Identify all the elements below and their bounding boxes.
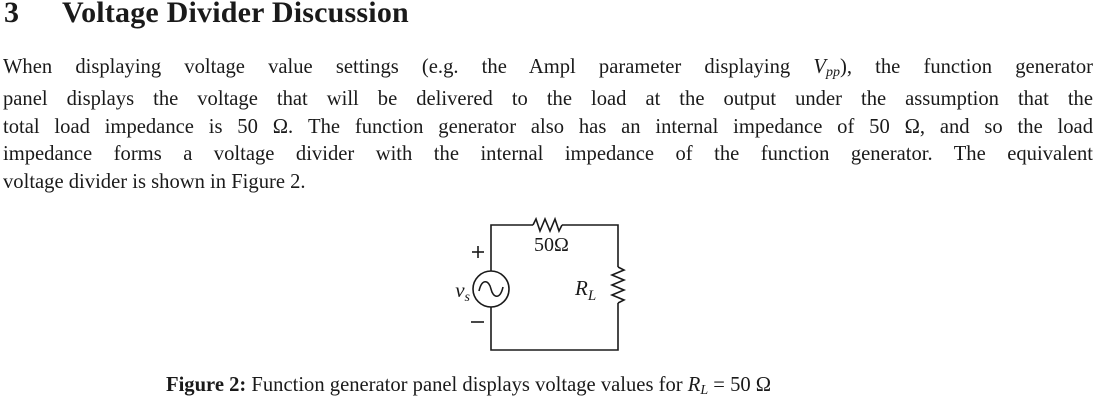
internal-resistor-label: 50Ω xyxy=(534,234,569,256)
math-subscript-pp: pp xyxy=(825,65,840,80)
wire-top-right xyxy=(562,224,619,267)
section-title: Voltage Divider Discussion xyxy=(62,0,409,29)
sine-wave-icon xyxy=(478,280,504,298)
load-resistor-zigzag-icon xyxy=(609,266,627,304)
ac-source-circle-icon xyxy=(472,270,510,308)
wire-bottom xyxy=(490,303,619,351)
caption-text: Function generator panel displays voltag… xyxy=(246,374,688,396)
body-paragraph: When displaying voltage value settings (… xyxy=(3,54,1093,196)
load-subscript: L xyxy=(587,288,596,304)
text-run: When displaying voltage value settings (… xyxy=(3,56,814,78)
paragraph-line: impedance forms a voltage divider with t… xyxy=(3,143,1093,166)
text-run: ), the function generator xyxy=(839,56,1093,78)
source-subscript: s xyxy=(465,290,471,305)
paragraph-line: voltage divider is shown in Figure 2. xyxy=(3,170,306,193)
source-label: vs xyxy=(455,278,470,305)
paragraph-line: When displaying voltage value settings (… xyxy=(3,54,1093,86)
internal-resistor-zigzag-icon xyxy=(532,216,563,234)
caption-subscript: L xyxy=(700,383,709,398)
load-var: R xyxy=(574,276,588,300)
section-number: 3 xyxy=(4,0,20,29)
wire-left-top xyxy=(490,224,533,271)
caption-equation: = 50 Ω xyxy=(708,374,772,396)
section-heading: 3 Voltage Divider Discussion xyxy=(4,0,409,30)
caption-var: R xyxy=(687,374,701,396)
math-var-v: V xyxy=(813,56,826,78)
paragraph-line: panel displays the voltage that will be … xyxy=(3,88,1093,111)
load-resistor-label: RL xyxy=(574,276,596,304)
paragraph-line: total load impedance is 50 Ω. The functi… xyxy=(3,115,1093,138)
figure-caption: Figure 2: Function generator panel displ… xyxy=(166,374,771,399)
caption-label: Figure 2: xyxy=(166,374,247,396)
source-var: v xyxy=(455,278,465,302)
